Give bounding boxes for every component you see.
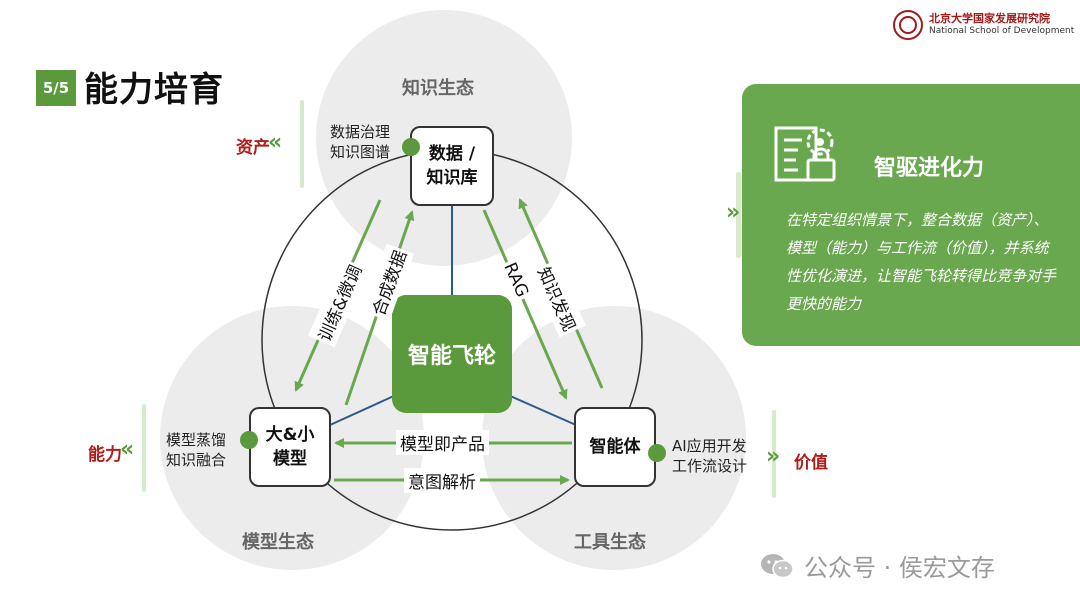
data-knowledge-node: 数据 / 知识库 [410, 126, 494, 206]
panel-body: 在特定组织情景下，整合数据（资产）、模型（能力）与工作流（价值），并系统性优化演… [786, 211, 1057, 313]
value-output-label: 价值 [794, 453, 828, 473]
model-node-line2: 模型 [273, 449, 307, 469]
page-title: 能力培育 [84, 70, 224, 110]
agent-node-dot [648, 444, 666, 462]
capability-output-label: 能力 [88, 445, 122, 465]
logo-english-name: National School of Development [929, 26, 1075, 36]
chevron-right-icon: » [726, 200, 740, 225]
model-as-product-label: 模型即产品 [396, 430, 489, 455]
section-badge: 5/5 [36, 70, 76, 106]
document-gear-icon [774, 126, 836, 182]
arrow-rag [482, 209, 568, 400]
panel-divider [736, 172, 741, 258]
agent-node-label: 智能体 [589, 437, 641, 457]
capability-divider [142, 404, 146, 492]
tool-ecosystem-label: 工具生态 [574, 532, 646, 553]
data-node-line1: 数据 / [428, 144, 476, 164]
model-ecosystem-label: 模型生态 [242, 532, 314, 553]
flywheel-center-node: 智能飞轮 [392, 295, 512, 413]
model-side-notes: 模型蒸馏 知识融合 [166, 430, 226, 470]
connector-agent-center [507, 394, 577, 426]
knowledge-ecosystem-label: 知识生态 [402, 78, 474, 99]
data-side-notes: 数据治理 知识图谱 [330, 122, 390, 162]
institution-logo: 北京大学国家发展研究院 National School of Developme… [893, 10, 1074, 40]
asset-divider [300, 100, 304, 188]
logo-chinese-name: 北京大学国家发展研究院 [929, 12, 1050, 25]
agent-note-workflow: 工作流设计 [672, 457, 748, 475]
model-node-line1: 大&小 [265, 425, 315, 445]
agent-node: 智能体 [574, 407, 656, 487]
model-node: 大&小 模型 [249, 407, 331, 487]
wechat-icon [761, 553, 794, 578]
seal-icon [893, 10, 923, 40]
chevron-right-icon: » [766, 444, 780, 469]
model-note-distillation: 模型蒸馏 [166, 431, 227, 449]
data-note-knowledge-graph: 知识图谱 [330, 143, 391, 161]
data-node-dot [402, 138, 420, 156]
intent-parsing-label: 意图解析 [404, 468, 480, 493]
model-node-dot [240, 431, 258, 449]
agent-note-ai-app: AI应用开发 [672, 437, 747, 455]
value-divider [772, 410, 776, 498]
model-note-fusion: 知识融合 [166, 451, 227, 469]
watermark-text: 公众号 · 侯宏文存 [804, 554, 995, 582]
connector-model-center [329, 394, 397, 426]
definition-panel: 智驱进化力 在特定组织情景下，整合数据（资产）、模型（能力）与工作流（价值），并… [742, 84, 1080, 346]
wechat-watermark: 公众号 · 侯宏文存 [760, 548, 995, 583]
agent-side-notes: AI应用开发 工作流设计 [672, 436, 747, 476]
data-node-line2: 知识库 [426, 168, 478, 188]
asset-output-label: 资产 [236, 138, 270, 158]
panel-title: 智驱进化力 [874, 156, 985, 181]
data-note-governance: 数据治理 [330, 123, 391, 141]
